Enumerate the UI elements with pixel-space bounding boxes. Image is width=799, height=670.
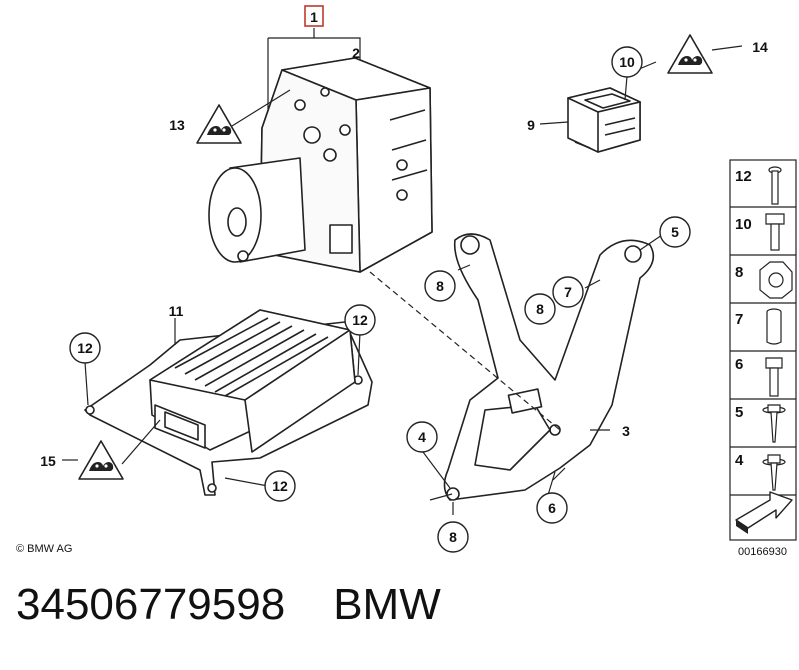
- bracket: [443, 233, 655, 501]
- warning-triangle-icon: [78, 440, 124, 480]
- callout-3: 3: [622, 423, 630, 439]
- circled-callouts: [69, 46, 691, 553]
- callout-2: 2: [352, 45, 360, 61]
- callout-6: 6: [548, 500, 556, 516]
- side-label-6: 5: [735, 404, 743, 421]
- callout-11: 11: [169, 303, 184, 319]
- warning-triangle-icon: [667, 34, 713, 74]
- callout-15: 15: [40, 453, 56, 469]
- side-label-5: 6: [735, 356, 743, 373]
- part-caption: 34506779598 BMW: [16, 580, 441, 630]
- callout-7: 7: [564, 284, 572, 300]
- callout-8-bottom: 8: [449, 529, 457, 545]
- part-number: 34506779598: [16, 580, 286, 629]
- callout-12-right: 12: [352, 312, 368, 328]
- hydraulic-unit: [208, 57, 433, 273]
- copyright: © BMW AG: [16, 543, 72, 555]
- leader-lines: [62, 28, 743, 515]
- callout-1: 1: [310, 9, 318, 25]
- callout-13: 13: [169, 117, 185, 133]
- brand: BMW: [333, 580, 441, 629]
- arrow-icon: [735, 491, 793, 534]
- side-panel: [729, 159, 797, 541]
- callout-8-mid: 8: [536, 301, 544, 317]
- side-label-7: 4: [735, 452, 744, 469]
- callout-9: 9: [527, 117, 535, 133]
- callout-8-top: 8: [436, 278, 444, 294]
- callout-14: 14: [752, 39, 768, 55]
- side-label-4: 7: [735, 311, 743, 328]
- diagram-number: 00166930: [738, 546, 787, 558]
- callout-4: 4: [418, 429, 426, 445]
- callout-10: 10: [619, 54, 635, 70]
- control-unit: [84, 309, 373, 496]
- sensor-module: [567, 87, 641, 153]
- side-label-1: 12: [735, 168, 752, 185]
- callout-12-bottom: 12: [272, 478, 288, 494]
- callout-5: 5: [671, 224, 679, 240]
- callout-12-left: 12: [77, 340, 93, 356]
- side-label-2: 10: [735, 216, 752, 233]
- side-label-3: 8: [735, 264, 743, 281]
- callout-box-1: [304, 5, 324, 27]
- side-panel-parts: [759, 166, 793, 491]
